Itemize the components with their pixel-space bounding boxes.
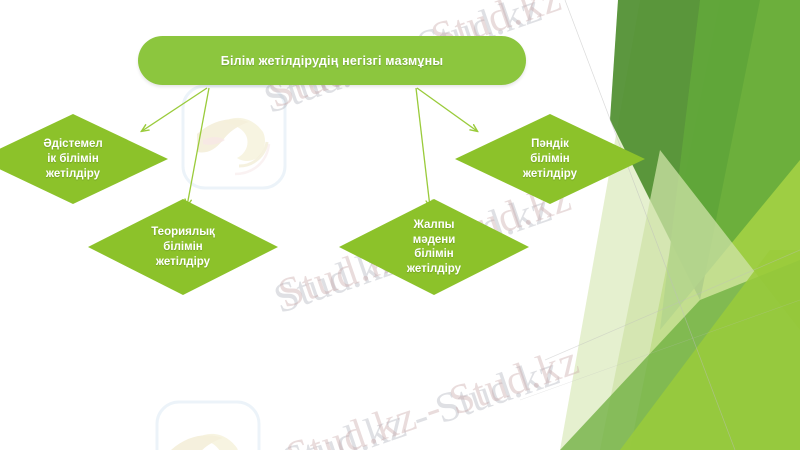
diagram-node-label: Жалпы мәдени білімін жетілдіру <box>406 219 462 275</box>
diagram-node-subject[interactable]: Пәндік білімін жетілдіру <box>455 114 645 204</box>
diagram-node-label: Пәндік білімін жетілдіру <box>522 137 578 180</box>
bg-hairline-3 <box>519 299 800 401</box>
diagram-node-label: Теориялық білімін жетілдіру <box>151 225 215 268</box>
diagram-node-methodical[interactable]: Әдістемел ік білімін жетілдіру <box>0 114 168 204</box>
diagram-root-label: Білім жетілдірудің негізгі мазмұны <box>220 53 444 68</box>
bg-hairline-2 <box>544 249 800 361</box>
diagram-node-theoretical[interactable]: Теориялық білімін жетілдіру <box>88 199 278 295</box>
bg-polygon-lower-bright <box>620 250 800 450</box>
bg-hairline-1 <box>564 0 736 450</box>
diagram-root-node[interactable]: Білім жетілдірудің негізгі мазмұны <box>138 36 526 85</box>
diagram-node-label: Әдістемел ік білімін жетілдіру <box>43 137 103 180</box>
diagram-node-general-culture[interactable]: Жалпы мәдени білімін жетілдіру <box>339 199 529 295</box>
